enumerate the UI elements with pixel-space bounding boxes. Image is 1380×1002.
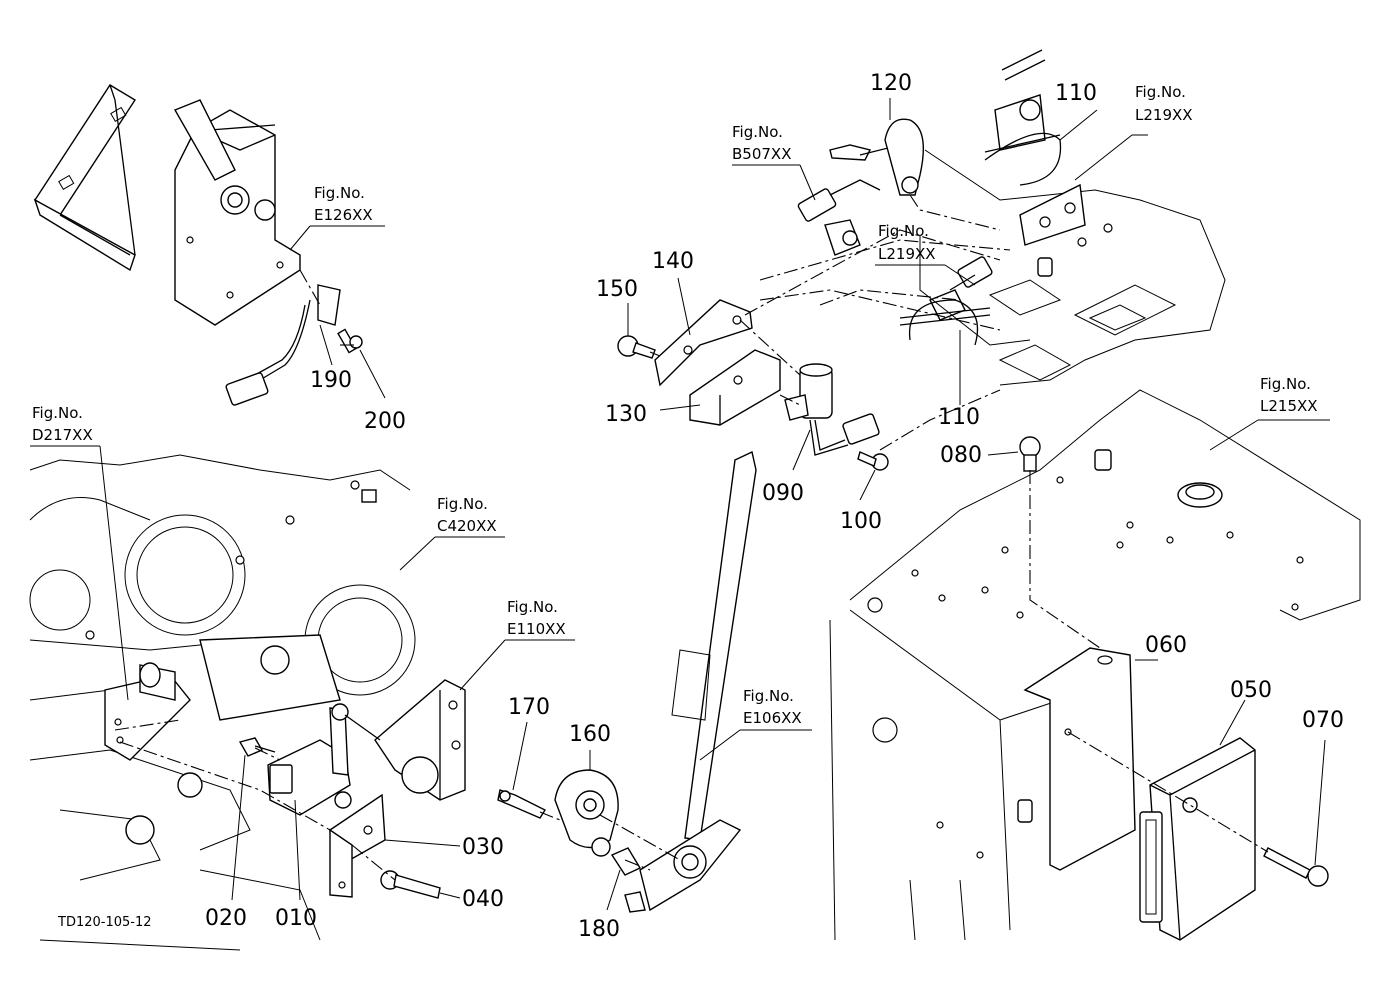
bolt-070: [1263, 847, 1329, 887]
callout-190: 190: [310, 368, 352, 393]
frame-l219: [919, 149, 1226, 386]
svg-text:C420XX: C420XX: [437, 517, 497, 535]
sensor-190-assembly: [225, 284, 363, 406]
callout-110-lower: 110: [938, 405, 980, 430]
clip-120: [884, 118, 925, 196]
throttle-sensor-010: [267, 703, 381, 816]
bolt-080: [1019, 436, 1041, 472]
svg-text:Fig.No.: Fig.No.: [314, 184, 365, 202]
svg-text:B507XX: B507XX: [732, 145, 791, 163]
fig-ref-l215: Fig.No. L215XX: [1260, 375, 1318, 415]
fig-ref-b507: Fig.No. B507XX: [732, 123, 791, 163]
svg-text:Fig.No.: Fig.No.: [507, 598, 558, 616]
leader-lines: [30, 98, 1330, 911]
svg-text:L219XX: L219XX: [878, 245, 936, 263]
callout-010: 010: [275, 906, 317, 931]
svg-text:L215XX: L215XX: [1260, 397, 1318, 415]
callout-170: 170: [508, 695, 550, 720]
callout-160: 160: [569, 722, 611, 747]
callout-110-upper: 110: [1055, 81, 1097, 106]
harness-b507: [797, 144, 901, 256]
svg-text:Fig.No.: Fig.No.: [1135, 83, 1186, 101]
spring-110-upper: [984, 49, 1062, 186]
fig-ref-e126: Fig.No. E126XX: [314, 184, 373, 224]
lever-bracket-e110: [374, 679, 466, 801]
callout-090: 090: [762, 481, 804, 506]
callout-200: 200: [364, 409, 406, 434]
bolt-100: [857, 451, 889, 471]
svg-text:E106XX: E106XX: [743, 709, 802, 727]
lever-rod-e106: [624, 450, 757, 913]
fig-ref-l219-upper: Fig.No. L219XX: [1135, 83, 1193, 124]
pedal-bracket-assembly: [33, 84, 301, 326]
spacer-180: [610, 847, 641, 876]
callout-060: 060: [1145, 633, 1187, 658]
callout-030: 030: [462, 835, 504, 860]
drawing-code: TD120-105-12: [57, 915, 152, 930]
fig-ref-e110: Fig.No. E110XX: [507, 598, 566, 638]
engine-block-assembly: [29, 454, 416, 951]
svg-text:Fig.No.: Fig.No.: [878, 222, 929, 240]
controller-050: [1139, 737, 1256, 941]
svg-text:D217XX: D217XX: [32, 426, 93, 444]
bracket-140: [654, 299, 753, 387]
callout-180: 180: [578, 917, 620, 942]
screw-170: [497, 789, 547, 819]
callout-020: 020: [205, 906, 247, 931]
svg-text:Fig.No.: Fig.No.: [32, 404, 83, 422]
svg-text:L219XX: L219XX: [1135, 106, 1193, 124]
bracket-030: [329, 793, 386, 898]
svg-text:E126XX: E126XX: [314, 206, 373, 224]
callout-labels: 010 020 030 040 050 060 070 080 090 100 …: [205, 71, 1344, 942]
bolt-150: [617, 335, 656, 359]
svg-text:Fig.No.: Fig.No.: [732, 123, 783, 141]
svg-text:Fig.No.: Fig.No.: [1260, 375, 1311, 393]
callout-150: 150: [596, 277, 638, 302]
svg-text:Fig.No.: Fig.No.: [437, 495, 488, 513]
callout-040: 040: [462, 887, 504, 912]
callout-130: 130: [605, 402, 647, 427]
fig-ref-l219-lower: Fig.No. L219XX: [878, 222, 936, 263]
callout-100: 100: [840, 509, 882, 534]
figure-references: Fig.No. E126XX Fig.No. D217XX Fig.No. C4…: [32, 83, 1318, 727]
callout-070: 070: [1302, 708, 1344, 733]
bracket-130: [689, 349, 781, 426]
callout-080: 080: [940, 443, 982, 468]
frame-l215: [829, 389, 1361, 941]
callout-140: 140: [652, 249, 694, 274]
bracket-060: [1023, 647, 1136, 871]
fig-ref-e106: Fig.No. E106XX: [743, 687, 802, 727]
bolt-020: [238, 737, 276, 757]
svg-text:Fig.No.: Fig.No.: [743, 687, 794, 705]
bolt-040: [380, 870, 441, 899]
fig-ref-c420: Fig.No. C420XX: [437, 495, 497, 535]
callout-050: 050: [1230, 678, 1272, 703]
callout-120: 120: [870, 71, 912, 96]
svg-text:E110XX: E110XX: [507, 620, 566, 638]
sensor-160: [554, 769, 619, 857]
solenoid-090: [784, 363, 880, 456]
fig-ref-d217: Fig.No. D217XX: [32, 404, 93, 444]
